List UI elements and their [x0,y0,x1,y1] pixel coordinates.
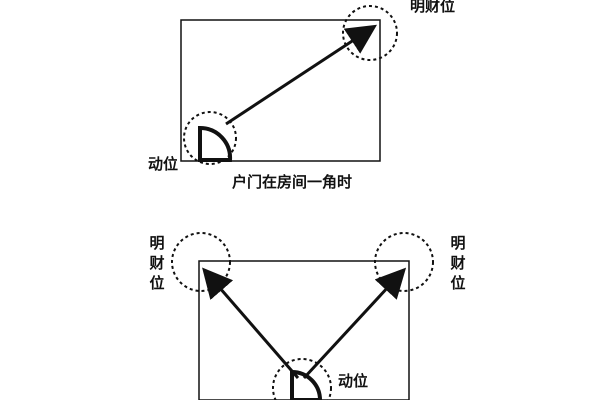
bright-char: 明 [149,234,165,252]
moving-position-label-2: 动位 [338,372,369,390]
door-arc-1 [198,125,233,162]
bright-wealth-circle-1 [342,5,398,61]
wealth-char: 财 [450,254,466,272]
moving-position-label-1: 动位 [148,155,179,173]
arrow-2-left [202,267,300,379]
bright-wealth-label-left: 明 财 位 [148,233,166,293]
diagram-caption-1: 户门在房间一角时 [232,173,353,191]
bright-wealth-circle-left [171,232,231,292]
arrow-2-right [302,267,407,380]
wealth-char: 财 [149,254,165,272]
bright-wealth-circle-right [374,232,434,292]
bright-char: 明 [450,234,466,252]
bright-wealth-label-right: 明 财 位 [449,233,467,293]
room-outline-1 [180,19,381,162]
arrow-1 [225,24,378,126]
moving-position-circle-1 [183,111,237,165]
moving-position-circle-2 [272,358,332,400]
position-char: 位 [450,274,466,292]
bright-wealth-label-1: 明财位 [410,0,456,15]
room-outline-2 [198,260,410,400]
position-char: 位 [149,274,165,292]
